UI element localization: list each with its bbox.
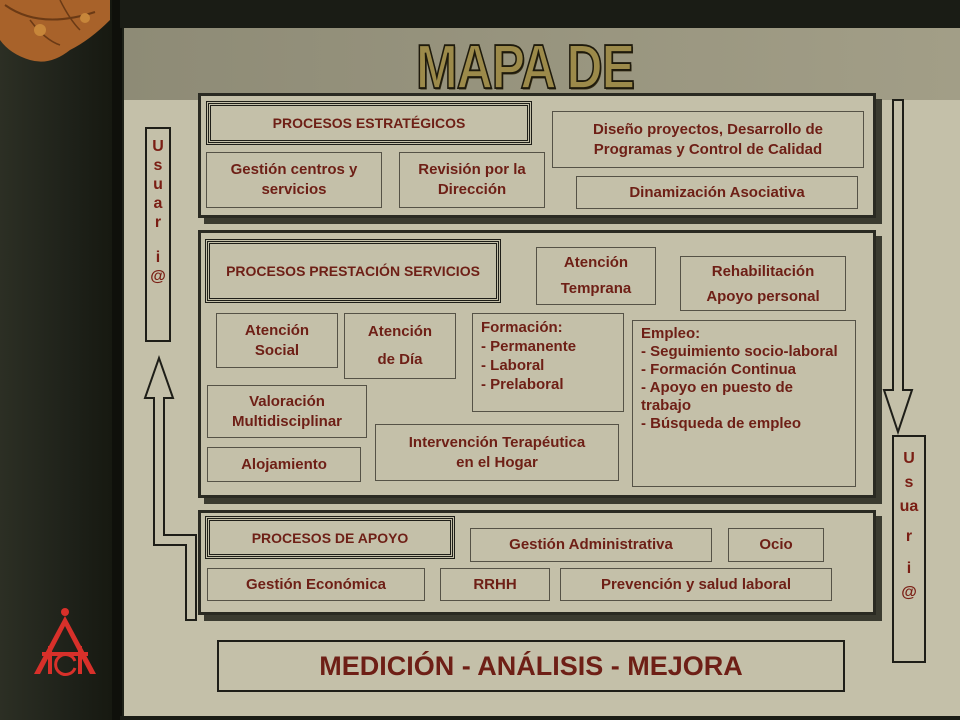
- box-atencion-social: Atención Social: [216, 313, 338, 368]
- formacion-line2: - Permanente: [481, 338, 577, 355]
- arrow-down-right-icon: [882, 99, 914, 436]
- formacion-line3: - Laboral: [481, 357, 545, 374]
- box-diseno-proyectos: Diseño proyectos, Desarrollo de Programa…: [552, 111, 864, 168]
- atencion-temprana-line1: Atención: [563, 254, 629, 271]
- top-dark-bar: [120, 0, 960, 28]
- autumn-leaf-icon: [0, 0, 110, 62]
- usuario-right-char: ua: [899, 498, 919, 515]
- usuario-left-column: U s u a r i @: [145, 127, 171, 342]
- atencion-dia-line2: de Día: [377, 351, 423, 368]
- box-alojamiento: Alojamiento: [207, 447, 361, 482]
- valoracion-line1: Valoración: [249, 392, 325, 410]
- rehabilitacion-line2: Apoyo personal: [706, 287, 820, 305]
- empleo-line1: Empleo:: [641, 325, 701, 342]
- afac-logo-icon: [34, 608, 96, 676]
- usuario-right-char: r: [905, 528, 913, 545]
- usuario-left-char: @: [150, 268, 166, 285]
- usuario-right-char: i: [906, 560, 912, 577]
- box-prevencion: Prevención y salud laboral: [560, 568, 832, 601]
- usuario-right-char: @: [901, 584, 917, 601]
- empleo-line5: - Búsqueda de empleo: [641, 415, 802, 432]
- formacion-line1: Formación:: [481, 319, 563, 336]
- usuario-left-char: r: [154, 214, 162, 231]
- box-gestion-administrativa: Gestión Administrativa: [470, 528, 712, 562]
- box-formacion: Formación: - Permanente - Laboral - Prel…: [472, 313, 624, 412]
- usuario-left-char: i: [155, 249, 161, 266]
- atencion-social-line2: Social: [254, 341, 300, 359]
- usuario-left-char: u: [153, 176, 163, 193]
- left-dark-bar: [0, 0, 120, 720]
- usuario-left-char: a: [153, 195, 163, 212]
- box-empleo: Empleo: - Seguimiento socio-laboral - Fo…: [632, 320, 856, 487]
- valoracion-line2: Multidisciplinar: [231, 412, 342, 430]
- usuario-right-char: s: [904, 474, 914, 491]
- left-bar-edge: [112, 0, 122, 720]
- box-ocio: Ocio: [728, 528, 824, 562]
- box-valoracion: Valoración Multidisciplinar: [207, 385, 367, 438]
- intervencion-line1: Intervención Terapéutica: [408, 433, 586, 451]
- box-atencion-temprana: Atención Temprana: [536, 247, 656, 305]
- box-rrhh: RRHH: [440, 568, 550, 601]
- empleo-line2: - Seguimiento socio-laboral: [641, 343, 838, 360]
- atencion-dia-line1: Atención: [367, 323, 433, 340]
- medicion-analisis-mejora: MEDICIÓN - ANÁLISIS - MEJORA: [217, 640, 845, 692]
- arrow-up-left-icon: [143, 354, 197, 621]
- box-atencion-dia: Atención de Día: [344, 313, 456, 379]
- formacion-line4: - Prelaboral: [481, 376, 564, 393]
- box-revision-direccion: Revisión por la Dirección: [399, 152, 545, 208]
- atencion-temprana-line2: Temprana: [560, 280, 632, 297]
- usuario-right-char: U: [903, 450, 915, 467]
- title-band: [124, 28, 960, 100]
- box-intervencion: Intervención Terapéutica en el Hogar: [375, 424, 619, 481]
- empleo-line4: - Apoyo en puesto de trabajo: [641, 379, 793, 414]
- rehabilitacion-line1: Rehabilitación: [711, 262, 815, 280]
- usuario-right-column: U s ua r i @: [892, 435, 926, 663]
- header-prestacion: PROCESOS PRESTACIÓN SERVICIOS: [205, 239, 501, 303]
- bottom-edge: [120, 716, 960, 720]
- box-gestion-centros: Gestión centros y servicios: [206, 152, 382, 208]
- usuario-left-char: U: [152, 138, 164, 155]
- atencion-social-line1: Atención: [244, 321, 310, 339]
- intervencion-line2: en el Hogar: [456, 453, 538, 471]
- usuario-left-char: s: [153, 157, 163, 174]
- header-apoyo: PROCESOS DE APOYO: [205, 516, 455, 559]
- box-rehabilitacion: Rehabilitación Apoyo personal: [680, 256, 846, 311]
- header-estrategicos: PROCESOS ESTRATÉGICOS: [206, 101, 532, 145]
- box-dinamizacion: Dinamización Asociativa: [576, 176, 858, 209]
- box-gestion-economica: Gestión Económica: [207, 568, 425, 601]
- empleo-line3: - Formación Continua: [641, 361, 796, 378]
